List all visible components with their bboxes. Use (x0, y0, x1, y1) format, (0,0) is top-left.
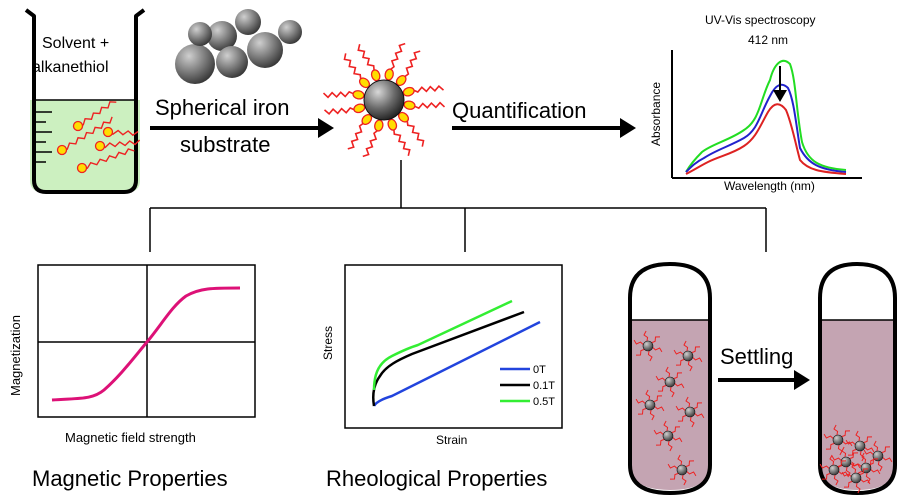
magnetization-ylabel: Magnetization (8, 315, 23, 396)
beaker: Solvent + alkanethiol (24, 8, 146, 194)
beaker-label-line2: alkanethiol (32, 59, 109, 76)
iron-spheres (175, 9, 302, 84)
legend-label-0.1T: 0.1T (533, 380, 555, 392)
magnetization-xlabel: Magnetic field strength (65, 430, 196, 445)
step2-label: Quantification (452, 98, 587, 123)
uvvis-ylabel: Absorbance (649, 82, 663, 146)
uvvis-peak-label: 412 nm (748, 33, 788, 47)
step1-label-line2: substrate (180, 132, 271, 157)
uvvis-curve-red (685, 103, 847, 175)
rheology-xlabel: Strain (436, 433, 467, 447)
rheology-ylabel: Stress (321, 326, 335, 360)
rheology-curve-0T (372, 320, 541, 407)
tube-before (628, 261, 712, 496)
step1-label-line1: Spherical iron (155, 95, 290, 120)
alkanethiol-molecules (56, 101, 141, 174)
branch-connectors (149, 160, 767, 252)
rheology-caption: Rheological Properties (326, 466, 547, 491)
uvvis-plot: UV-Vis spectroscopy 412 nm Absorbance Wa… (649, 13, 862, 193)
rheology-frame (344, 264, 563, 429)
uvvis-title: UV-Vis spectroscopy (705, 13, 816, 27)
beaker-liquid (30, 100, 140, 192)
magnetization-curve (51, 286, 241, 402)
arrow-step1: Spherical iron substrate (150, 95, 334, 157)
legend-label-0.5T: 0.5T (533, 396, 555, 408)
rheology-curve-0.1T (372, 310, 525, 407)
uvvis-curve-green (685, 59, 847, 173)
uvvis-curve-blue (685, 83, 847, 173)
rheology-curve-0.5T (372, 299, 513, 391)
settling-label: Settling (720, 344, 793, 369)
beaker-graduations (34, 111, 52, 163)
magnetization-plot: Magnetization Magnetic field strength Ma… (8, 264, 256, 491)
rheology-legend: 0T 0.1T 0.5T (500, 364, 555, 408)
legend-label-0T: 0T (533, 364, 546, 376)
beaker-label-line1: Solvent + (42, 35, 109, 52)
arrow-step2: Quantification (452, 98, 636, 138)
arrow-settling: Settling (718, 344, 810, 390)
uvvis-xlabel: Wavelength (nm) (724, 179, 815, 193)
magnetic-caption: Magnetic Properties (32, 466, 228, 491)
tube-after (818, 261, 897, 496)
rheology-plot: Stress Strain 0T 0.1T 0.5T Rheological P… (321, 264, 563, 491)
beaker-glass (24, 8, 146, 194)
functionalized-particle (322, 42, 446, 158)
